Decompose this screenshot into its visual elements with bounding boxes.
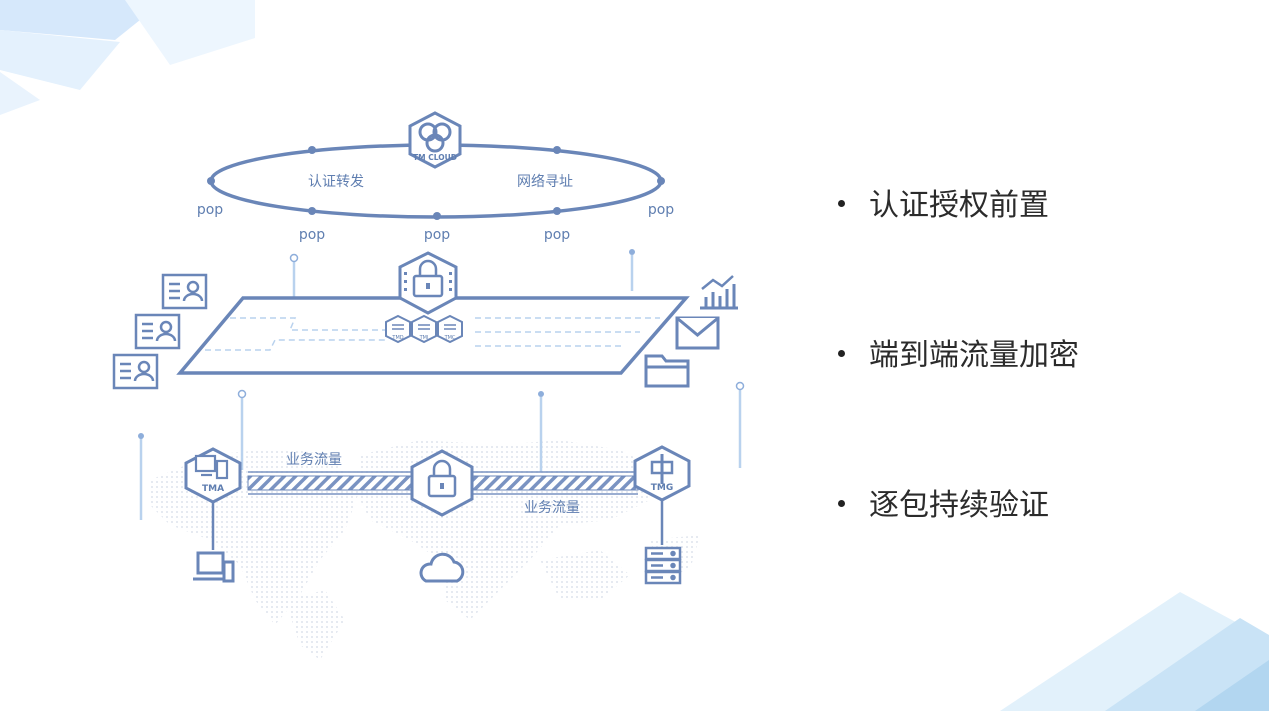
pop-nodes (207, 146, 665, 220)
connector-pins (138, 249, 745, 520)
bullet-dot (838, 500, 845, 507)
ring-left-label: 认证转发 (308, 174, 364, 190)
bullet-dot (838, 350, 845, 357)
traffic-label-bottom: 业务流量 (524, 500, 580, 516)
traffic-label-top: 业务流量 (286, 452, 342, 468)
folder-icon (644, 354, 690, 388)
laptop-icon (193, 551, 235, 583)
chip-label: TMI (419, 335, 429, 341)
chart-icon (700, 275, 738, 310)
chip-label: TMC (444, 335, 456, 341)
feature-item: 逐包持续验证 (838, 480, 1049, 524)
bullet-dot (838, 200, 845, 207)
pop-label: pop (544, 227, 570, 243)
tunnel-lock-icon (410, 449, 474, 517)
ring-right-label: 网络寻址 (517, 174, 573, 190)
feature-item: 认证授权前置 (838, 180, 1049, 224)
server-icon (644, 546, 682, 585)
id-card-icon (161, 273, 208, 310)
corner-decoration-bottom-right (1000, 592, 1269, 711)
id-card-icons (112, 273, 208, 390)
gateway-platform: TMD TMI TMC (176, 251, 690, 375)
corner-decoration-top-left (0, 0, 255, 115)
id-card-icon (112, 353, 159, 390)
tma-node: TMA (184, 447, 242, 550)
cloud-icon (419, 552, 465, 583)
id-card-icon (134, 313, 181, 350)
mail-icon (675, 316, 720, 350)
pop-label: pop (299, 227, 325, 243)
tm-cloud-logo: TM CLOUD (408, 111, 462, 169)
tmg-label: TMG (651, 483, 673, 493)
feature-text: 端到端流量加密 (869, 338, 1079, 373)
feature-item: 端到端流量加密 (838, 330, 1079, 374)
pop-label: pop (648, 202, 674, 218)
tmg-node: TMG (633, 445, 691, 545)
tma-label: TMA (202, 484, 224, 494)
feature-text: 认证授权前置 (869, 188, 1049, 223)
chip-label: TMD (391, 335, 403, 341)
cloud-label: TM CLOUD (413, 153, 457, 162)
pop-label: pop (197, 202, 223, 218)
feature-text: 逐包持续验证 (869, 488, 1049, 523)
pop-label: pop (424, 227, 450, 243)
